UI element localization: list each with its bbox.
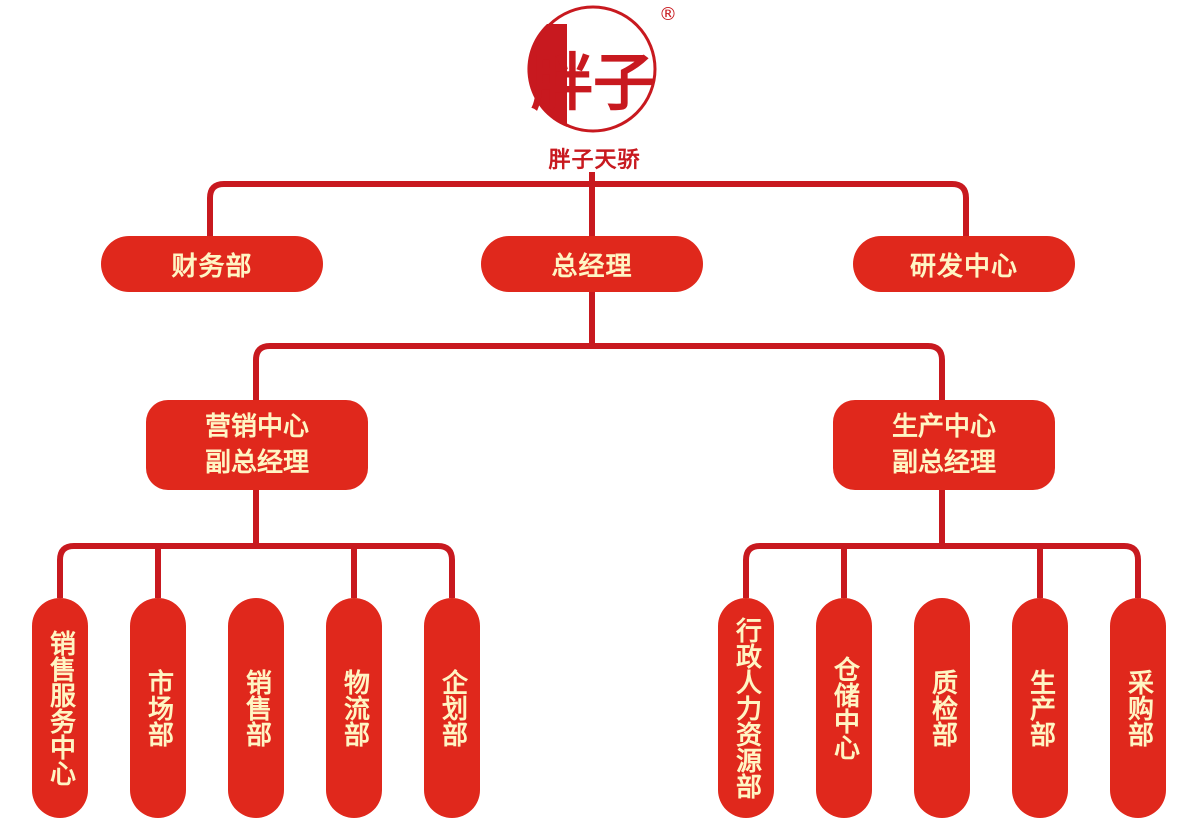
node-rd-center: 研发中心 [853, 236, 1075, 292]
registered-mark: ® [659, 4, 677, 25]
logo-emblem-icon: 胖子 ® [527, 4, 677, 133]
node-general-manager: 总经理 [481, 236, 703, 292]
node-marketing-dept: 市场部 [130, 598, 186, 818]
node-production-dept: 采购部 [1110, 598, 1166, 818]
node-production-dept: 质检部 [914, 598, 970, 818]
node-production-dept: 行政人力资源部 [718, 598, 774, 818]
node-production-vp: 生产中心 副总经理 [833, 400, 1055, 490]
node-marketing-dept: 物流部 [326, 598, 382, 818]
node-marketing-dept: 企划部 [424, 598, 480, 818]
logo-name: 胖子天骄 [548, 147, 641, 173]
brand-logo: 胖子 ® 胖子天骄 [527, 4, 677, 174]
node-production-dept: 仓储中心 [816, 598, 872, 818]
node-marketing-vp: 营销中心 副总经理 [146, 400, 368, 490]
node-marketing-dept: 销售服务中心 [32, 598, 88, 818]
node-marketing-dept: 销售部 [228, 598, 284, 818]
node-finance: 财务部 [101, 236, 323, 292]
node-production-dept: 生产部 [1012, 598, 1068, 818]
logo-mark-text: 胖子 [531, 46, 655, 119]
